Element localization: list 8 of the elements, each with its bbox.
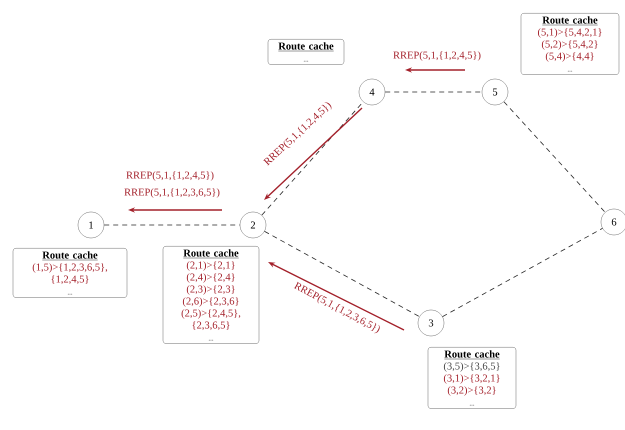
link-line — [504, 101, 606, 213]
link-line — [104, 224, 240, 226]
link-line — [264, 230, 420, 318]
message-label: RREP(5,1,{1,2,4,5}) — [126, 171, 214, 181]
link-line — [261, 101, 364, 216]
message-label: RREP(5,1,{1,2,4,5}) — [393, 51, 480, 61]
message-label: RREP(5,1,{1,2,3,6,5}) — [124, 188, 220, 198]
link-line — [442, 228, 603, 317]
